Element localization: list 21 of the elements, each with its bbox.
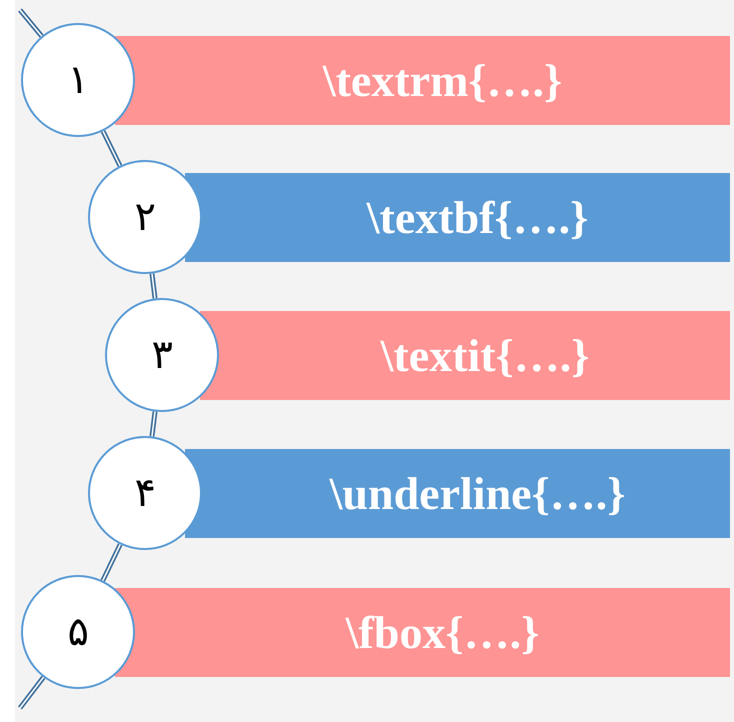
number-label: ١	[68, 60, 88, 100]
command-bar	[115, 588, 730, 677]
number-label: ٢	[134, 197, 156, 237]
double-line-connector	[100, 130, 122, 167]
number-label: ۴	[134, 473, 156, 513]
command-bar	[200, 311, 730, 400]
double-line-connector	[100, 543, 122, 582]
command-text: \textit{….}	[380, 329, 590, 382]
double-line-connector	[18, 676, 46, 710]
command-text: \textbf{….}	[366, 191, 588, 244]
command-bar	[185, 173, 730, 262]
double-line-connector	[18, 8, 44, 38]
command-text: \underline{….}	[330, 467, 626, 520]
command-text: \textrm{….}	[322, 54, 562, 107]
double-line-connector	[149, 273, 158, 299]
command-bar	[185, 449, 730, 538]
command-text: \fbox{….}	[346, 606, 540, 659]
number-label: ٣	[152, 335, 172, 375]
double-line-connector	[149, 411, 158, 437]
number-label: ۵	[68, 612, 88, 652]
command-bar	[115, 36, 730, 125]
